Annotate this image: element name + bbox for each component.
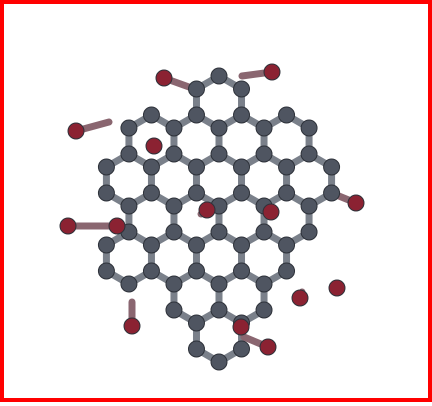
carbon-atom — [210, 301, 228, 319]
carbon-atom — [210, 353, 228, 371]
carbon-atom — [233, 184, 251, 202]
oxygen-atom — [232, 318, 250, 336]
carbon-atom — [187, 106, 205, 124]
oxygen-atom — [291, 289, 309, 307]
carbon-atom — [142, 184, 160, 202]
carbon-atom — [210, 119, 228, 137]
carbon-atom — [210, 145, 228, 163]
carbon-atom — [97, 262, 115, 280]
carbon-atom — [120, 275, 138, 293]
carbon-atom — [187, 314, 205, 332]
oxygen-atom — [155, 69, 173, 87]
carbon-atom — [142, 236, 160, 254]
oxygen-atom — [347, 194, 365, 212]
carbon-atom — [165, 223, 183, 241]
oxygen-atom — [259, 338, 277, 356]
carbon-atom — [278, 236, 296, 254]
carbon-atom — [165, 197, 183, 215]
carbon-atom — [187, 158, 205, 176]
carbon-atom — [278, 262, 296, 280]
carbon-atom — [255, 275, 273, 293]
carbon-atom — [165, 119, 183, 137]
oxygen-atom — [59, 217, 77, 235]
carbon-atom — [233, 158, 251, 176]
oxygen-atom — [123, 317, 141, 335]
carbon-atom — [97, 236, 115, 254]
carbon-atom — [120, 145, 138, 163]
oxygen-atom — [108, 217, 126, 235]
carbon-atom — [210, 223, 228, 241]
oxygen-atom — [67, 122, 85, 140]
carbon-atom — [187, 80, 205, 98]
carbon-atom — [255, 119, 273, 137]
carbon-atom — [323, 158, 341, 176]
carbon-atom — [233, 262, 251, 280]
carbon-atom — [97, 184, 115, 202]
oxygen-atom — [263, 63, 281, 81]
carbon-atom — [255, 301, 273, 319]
oxygen-atom — [262, 203, 280, 221]
carbon-atom — [120, 119, 138, 137]
carbon-atom — [120, 197, 138, 215]
atom-layer — [59, 63, 365, 371]
carbon-atom — [187, 262, 205, 280]
oxygen-atom — [198, 201, 216, 219]
carbon-atom — [233, 106, 251, 124]
graphene-oxide-molecule-diagram — [59, 63, 365, 371]
carbon-atom — [278, 106, 296, 124]
carbon-atom — [142, 106, 160, 124]
carbon-atom — [300, 119, 318, 137]
carbon-atom — [142, 262, 160, 280]
carbon-atom — [255, 223, 273, 241]
carbon-atom — [165, 275, 183, 293]
carbon-atom — [142, 158, 160, 176]
carbon-atom — [300, 197, 318, 215]
carbon-atom — [165, 301, 183, 319]
carbon-atom — [97, 158, 115, 176]
oxygen-atom — [328, 279, 346, 297]
carbon-atom — [165, 145, 183, 163]
carbon-atom — [210, 275, 228, 293]
carbon-atom — [187, 184, 205, 202]
carbon-atom — [233, 340, 251, 358]
carbon-atom — [323, 184, 341, 202]
carbon-atom — [187, 236, 205, 254]
carbon-atom — [300, 223, 318, 241]
carbon-atom — [300, 145, 318, 163]
carbon-atom — [233, 80, 251, 98]
oxygen-atom — [145, 137, 163, 155]
carbon-atom — [233, 236, 251, 254]
carbon-atom — [278, 184, 296, 202]
bond-layer — [64, 68, 360, 366]
carbon-atom — [210, 67, 228, 85]
carbon-atom — [278, 158, 296, 176]
carbon-atom — [255, 145, 273, 163]
carbon-atom — [187, 340, 205, 358]
